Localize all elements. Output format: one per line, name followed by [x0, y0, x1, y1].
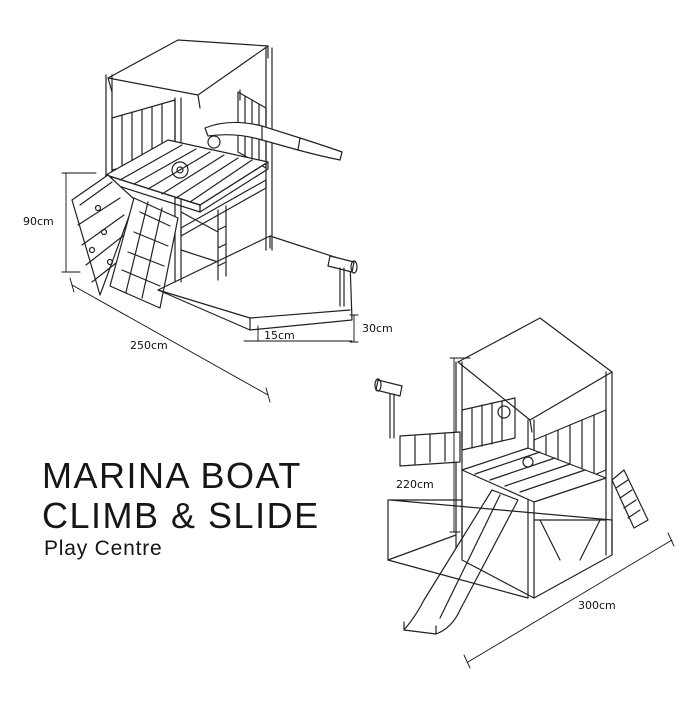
dim-sandpit-inner: 15cm — [264, 329, 295, 342]
roof-canopy-right — [457, 317, 613, 421]
dimension-labels: 90cm 250cm 30cm 15cm 220cm 300cm — [23, 215, 616, 612]
product-title-line2: CLIMB & SLIDE — [42, 495, 320, 536]
dimension-lines-right — [449, 357, 675, 669]
sandpit-left — [157, 235, 353, 331]
roof-canopy-left — [107, 39, 269, 96]
telescope-left — [327, 255, 358, 307]
dim-height-right: 220cm — [396, 478, 434, 491]
product-title-line1: MARINA BOAT — [42, 455, 302, 496]
telescope-right — [374, 378, 403, 439]
sandpit-right — [387, 499, 613, 599]
play-tower-right-drawing — [374, 317, 649, 635]
steering-wheel-left — [171, 161, 189, 179]
product-subtitle: Play Centre — [44, 537, 163, 560]
dim-length-right: 300cm — [578, 599, 616, 612]
dimension-lines-left — [61, 172, 359, 403]
dim-sandpit-side: 30cm — [362, 322, 393, 335]
steering-wheel-right — [497, 405, 511, 419]
dim-height-left: 90cm — [23, 215, 54, 228]
play-tower-left-drawing — [71, 39, 358, 331]
dim-length-left: 250cm — [130, 339, 168, 352]
slide-left — [204, 121, 343, 161]
slide-right — [403, 489, 519, 635]
climbing-ladder-left — [109, 197, 179, 309]
